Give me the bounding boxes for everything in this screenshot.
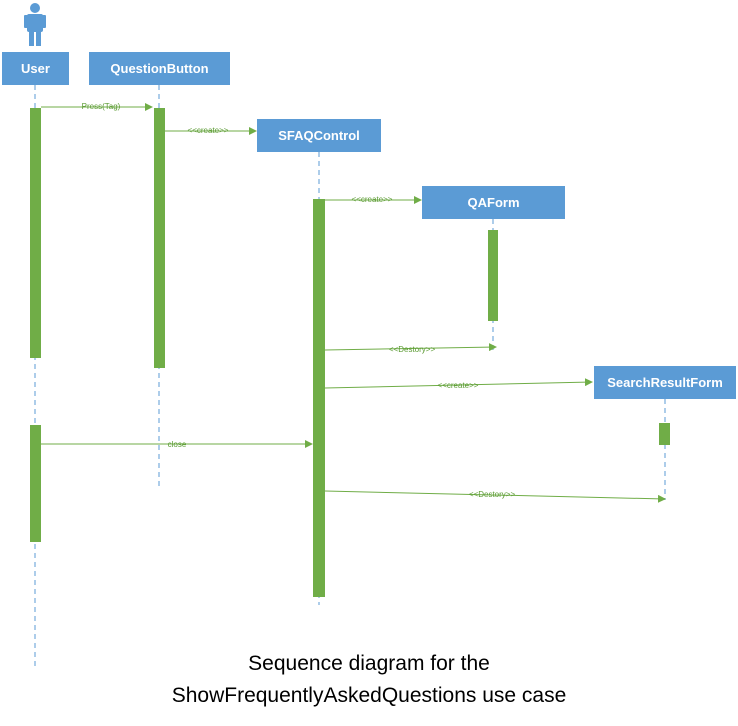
message-label-destroy-qaform: <<Destory>> <box>389 345 436 354</box>
participant-label: SearchResultForm <box>607 375 723 390</box>
messages <box>41 103 666 503</box>
participant-label: QuestionButton <box>110 61 209 76</box>
participant-search-result-form: SearchResultForm <box>594 366 736 399</box>
participant-qa-form: QAForm <box>422 186 565 219</box>
activation-qa-form <box>488 230 498 321</box>
participant-user: User <box>2 52 69 85</box>
participant-question-button: QuestionButton <box>89 52 230 85</box>
diagram-caption-line-2: ShowFrequentlyAskedQuestions use case <box>171 684 567 707</box>
person-icon <box>24 3 46 46</box>
activation-user-1 <box>30 108 41 358</box>
message-label-create-search: <<create>> <box>438 381 479 390</box>
message-label-close: close <box>168 440 187 449</box>
activation-sfaq-control <box>313 199 325 597</box>
lifelines <box>34 85 666 670</box>
message-label-destroy-search: <<Destory>> <box>469 490 516 499</box>
message-label-press-tag: Press(Tag) <box>82 102 121 111</box>
message-arrow-7 <box>324 490 666 503</box>
message-label-create-qaform: <<create>> <box>352 195 393 204</box>
message-labels: Press(Tag) <<create>> <<create>> <<Desto… <box>82 102 516 499</box>
activation-user-2 <box>30 425 41 542</box>
message-arrow-5 <box>324 378 593 389</box>
diagram-caption-line-1: Sequence diagram for the <box>248 652 490 675</box>
participant-sfaq-control: SFAQControl <box>257 119 381 152</box>
activation-question-button <box>154 108 165 368</box>
participant-label: SFAQControl <box>278 128 360 143</box>
message-arrow-4 <box>324 343 497 352</box>
message-label-create-sfaq: <<create>> <box>188 126 229 135</box>
activation-search-result-form <box>659 423 670 445</box>
participant-label: User <box>21 61 50 76</box>
participant-label: QAForm <box>467 195 520 210</box>
activation-bars <box>30 108 670 597</box>
